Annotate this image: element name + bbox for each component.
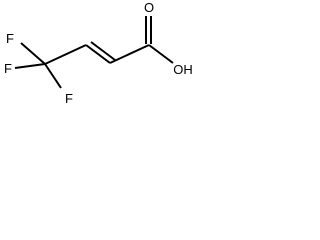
bond-f1-c1 [20, 42, 46, 65]
atom-label-oh: OH [173, 62, 193, 77]
atom-label-f1: F [6, 31, 14, 46]
atom-label-o1: O [144, 0, 154, 15]
bond-c3-c4 [109, 44, 150, 64]
molecule-structure-diagram: F F F O OH [4, 0, 193, 106]
atom-label-f3: F [65, 91, 73, 106]
bond-c4-o2 [148, 44, 174, 64]
atom-label-f2: F [4, 61, 12, 76]
bond-f3-c1 [44, 63, 62, 89]
bond-c2-c3 [85, 44, 111, 64]
bond-f2-c1 [14, 63, 46, 69]
bond-c2-c3-inner [90, 41, 116, 61]
bond-c1-c2 [44, 44, 87, 65]
